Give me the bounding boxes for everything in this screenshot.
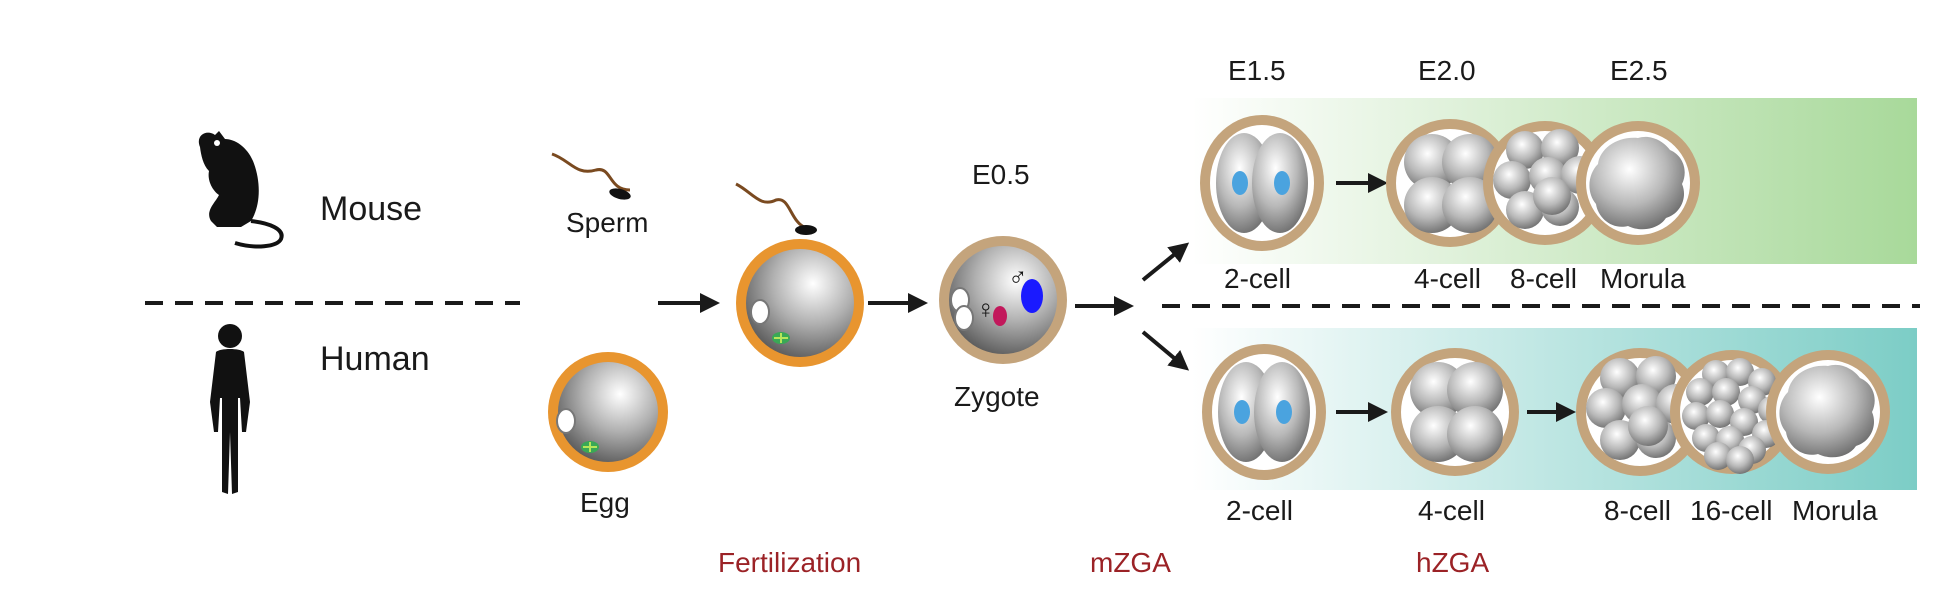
human-stage-16cell: 16-cell bbox=[1690, 495, 1772, 526]
mouse-day-label-2: E2.0 bbox=[1418, 55, 1476, 86]
event-hzga: hZGA bbox=[1416, 547, 1489, 578]
male-symbol: ♂ bbox=[1008, 262, 1028, 292]
mouse-morula-embryo bbox=[1576, 121, 1700, 245]
human-4cell-embryo bbox=[1391, 348, 1519, 476]
female-symbol: ♀ bbox=[976, 294, 996, 324]
zygote-label: Zygote bbox=[954, 381, 1040, 412]
mouse-stage-4cell: 4-cell bbox=[1414, 263, 1481, 294]
species-label-mouse: Mouse bbox=[320, 190, 422, 228]
zygote-day-label: E0.5 bbox=[972, 159, 1030, 190]
human-silhouette-icon bbox=[210, 324, 250, 494]
mouse-4cell-embryo bbox=[1386, 119, 1514, 247]
human-stage-8cell: 8-cell bbox=[1604, 495, 1671, 526]
mouse-8cell-embryo bbox=[1483, 121, 1607, 245]
human-morula-embryo bbox=[1766, 350, 1890, 474]
species-label-human: Human bbox=[320, 340, 430, 378]
event-mzga: mZGA bbox=[1090, 547, 1171, 578]
mouse-2cell-embryo bbox=[1200, 115, 1324, 251]
egg-label: Egg bbox=[580, 487, 630, 518]
egg-icon bbox=[548, 352, 668, 472]
mouse-day-label-3: E2.5 bbox=[1610, 55, 1668, 86]
event-fertilization: Fertilization bbox=[718, 547, 861, 578]
human-stage-2cell: 2-cell bbox=[1226, 495, 1293, 526]
mouse-silhouette-icon bbox=[198, 131, 284, 249]
human-8cell-embryo bbox=[1576, 348, 1704, 476]
mouse-stage-2cell: 2-cell bbox=[1224, 263, 1291, 294]
mouse-stage-8cell: 8-cell bbox=[1510, 263, 1577, 294]
human-2cell-embryo bbox=[1202, 344, 1326, 480]
human-stage-morula: Morula bbox=[1792, 495, 1878, 526]
human-stage-4cell: 4-cell bbox=[1418, 495, 1485, 526]
fertilized-egg-icon bbox=[735, 182, 864, 367]
zygote-icon: ♂ ♀ bbox=[939, 236, 1067, 364]
mouse-day-label-1: E1.5 bbox=[1228, 55, 1286, 86]
sperm-icon bbox=[551, 152, 631, 200]
arrow-to-human-2cell bbox=[1141, 330, 1190, 371]
arrow-to-mouse-2cell bbox=[1141, 242, 1190, 282]
human-16cell-embryo bbox=[1670, 350, 1794, 474]
mouse-stage-morula: Morula bbox=[1600, 263, 1686, 294]
sperm-label: Sperm bbox=[566, 207, 648, 238]
